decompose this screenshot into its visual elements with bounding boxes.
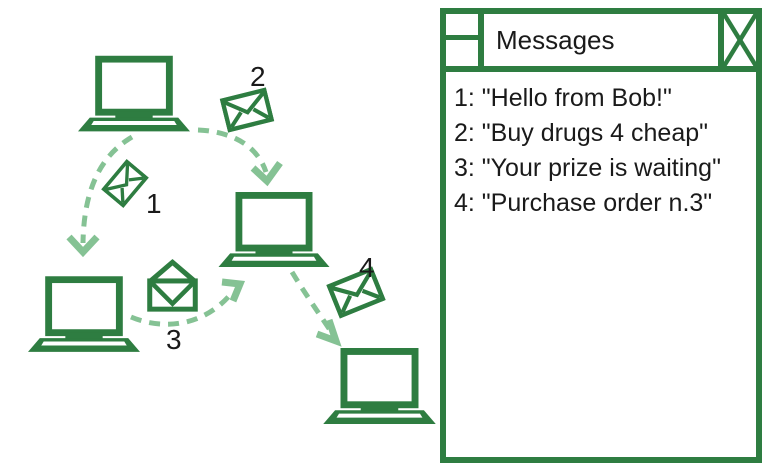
message-item: 1: "Hello from Bob!" (454, 84, 672, 112)
arrow-2-head (250, 160, 283, 187)
envelope-1-icon (100, 158, 149, 209)
close-button[interactable] (718, 14, 756, 66)
envelope-4-label: 4 (359, 252, 375, 283)
message-item: 4: "Purchase order n.3" (454, 189, 713, 217)
message-item: 3: "Your prize is waiting" (454, 154, 721, 182)
envelope-3-label: 3 (166, 324, 182, 355)
arrow-2-path (197, 127, 269, 173)
menu-box-icon[interactable] (446, 14, 484, 66)
envelope-1-label: 1 (146, 188, 162, 219)
arrow-1-head (66, 234, 100, 258)
arrow-4-head (315, 318, 342, 347)
menu-box-divider (446, 35, 478, 40)
envelope-2-icon (219, 87, 274, 134)
arrow-3-head (221, 278, 246, 303)
title-bar: Messages (446, 14, 756, 72)
message-list: 1: "Hello from Bob!" 2: "Buy drugs 4 che… (446, 72, 756, 221)
envelope-4-icon (326, 266, 386, 319)
envelope-2-label: 2 (250, 61, 266, 92)
window-title: Messages (496, 24, 615, 55)
laptop-bottom-left-icon (28, 276, 140, 353)
arrow-4-path (289, 270, 335, 335)
laptop-middle-icon (218, 192, 330, 268)
laptop-bottom-right-icon (322, 348, 437, 425)
messages-window: Messages 1: "Hello from Bob!" 2: "Buy dr… (440, 8, 762, 463)
message-item: 2: "Buy drugs 4 cheap" (454, 119, 709, 147)
laptop-top-left-icon (78, 55, 190, 133)
envelope-3-open-icon (147, 259, 198, 312)
close-x-icon (724, 14, 756, 66)
